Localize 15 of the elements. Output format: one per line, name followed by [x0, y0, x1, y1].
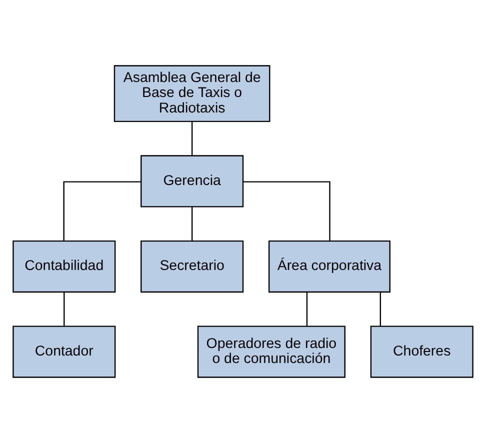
connector — [191, 122, 193, 156]
node-box: Área corporativa — [268, 240, 390, 293]
node-box: Operadores de radio o de comunicación — [197, 326, 346, 378]
connector — [63, 181, 142, 241]
node-box: Asamblea General de Base de Taxis o Radiotaxis — [114, 65, 270, 122]
connector — [243, 181, 330, 241]
connector — [191, 206, 193, 241]
node-box: Contador — [12, 326, 116, 378]
connector — [380, 292, 381, 326]
node-box: Secretario — [140, 240, 244, 293]
connector — [306, 292, 308, 326]
connector — [64, 292, 65, 326]
node-box: Gerencia — [140, 155, 244, 208]
node-box: Choferes — [370, 326, 474, 378]
node-box: Contabilidad — [12, 240, 116, 293]
